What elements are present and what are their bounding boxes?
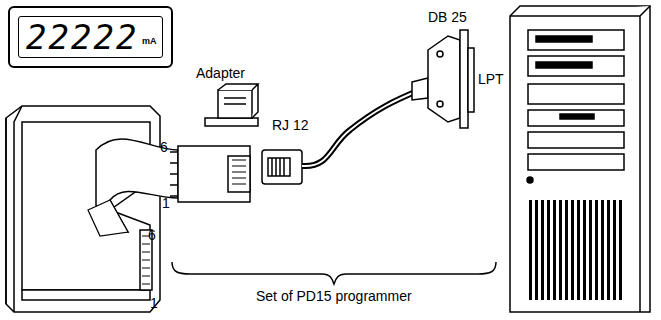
meter-housing [6, 106, 160, 312]
part-label: LPT [478, 72, 504, 87]
adapter [205, 84, 258, 126]
part-label: DB 25 [428, 10, 467, 25]
computer-tower [510, 6, 650, 312]
pin-number: 6 [160, 140, 168, 155]
part-label: Adapter [196, 66, 245, 81]
meter-display: 22222 mA [8, 6, 173, 68]
db25-connector [412, 30, 474, 128]
cable [302, 90, 420, 166]
pin-number: 6 [148, 228, 156, 243]
part-label: RJ 12 [272, 118, 309, 133]
bracket [172, 262, 496, 284]
unit-label: mA [142, 37, 157, 46]
pin-number: 1 [162, 196, 170, 211]
pin-number: 1 [150, 296, 158, 311]
rj12-plug [262, 150, 302, 184]
display-digits: 22222 [26, 20, 138, 54]
programmer-connector [170, 146, 250, 202]
group-caption: Set of PD15 programmer [256, 289, 412, 304]
